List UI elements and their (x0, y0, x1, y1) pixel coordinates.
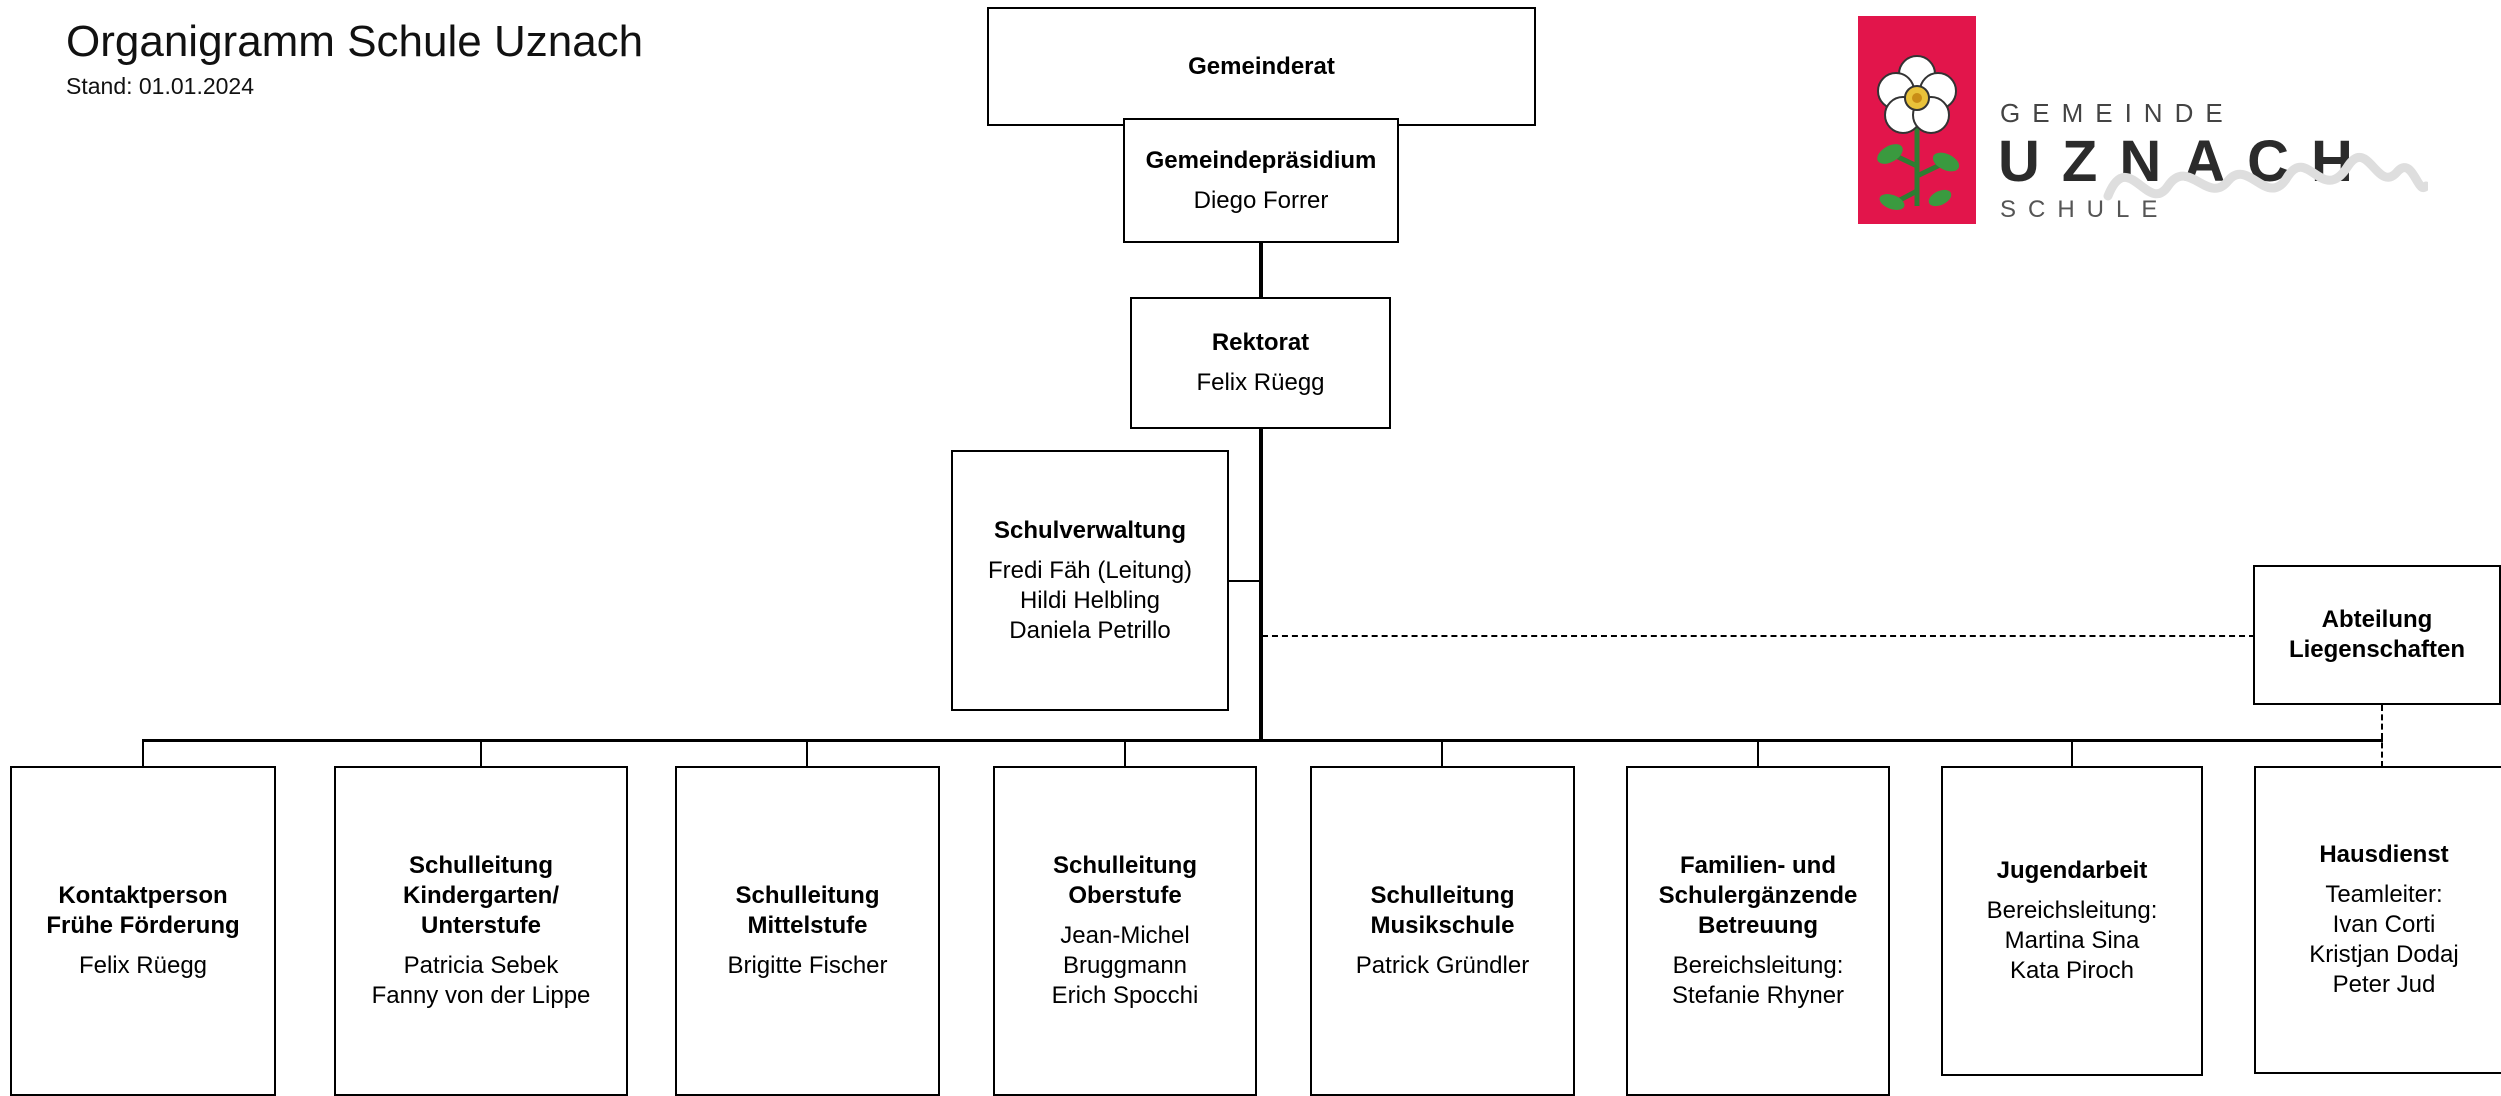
person-name: Jean-Michel (1060, 922, 1190, 949)
person-name: Kristjan Dodaj (2309, 941, 2459, 968)
person-name: Peter Jud (2332, 971, 2436, 998)
box-familien-betreuung: Familien- und Schulergänzende Betreuung … (1626, 766, 1890, 1096)
person-name: Patricia Sebek (403, 952, 559, 979)
box-fruehe-foerderung: Kontaktperson Frühe Förderung Felix Rüeg… (10, 766, 276, 1096)
page-title: Organigramm Schule Uznach (66, 17, 644, 66)
box-title-line: Schulleitung (735, 882, 880, 909)
box-schulleitung-kindergarten: Schulleitung Kindergarten/ Unterstufe Pa… (334, 766, 628, 1096)
connector-main-horizontal (142, 739, 2383, 742)
connector-drop-3 (806, 740, 808, 767)
dashed-connector-hausdienst (2381, 705, 2383, 767)
box-title-line: Schulergänzende (1658, 882, 1858, 909)
box-title: Rektorat (1211, 329, 1310, 356)
box-title-line: Musikschule (1370, 912, 1515, 939)
person-name: Kata Piroch (2009, 957, 2135, 984)
signature-watermark (2103, 153, 2428, 201)
box-title-line: Kontaktperson (58, 882, 228, 909)
box-schulleitung-musikschule: Schulleitung Musikschule Patrick Gründle… (1310, 766, 1575, 1096)
connector-drop-7 (2071, 740, 2073, 767)
box-title-line: Schulleitung (409, 852, 553, 879)
connector-drop-5 (1441, 740, 1443, 767)
person-name: Hildi Helbling (1019, 586, 1161, 614)
box-title-line: Oberstufe (1068, 882, 1182, 909)
rose-icon (1877, 55, 1960, 210)
box-title-line: Frühe Förderung (46, 912, 240, 939)
box-rektorat: Rektorat Felix Rüegg (1130, 297, 1391, 429)
person-name: Teamleiter: (2325, 881, 2443, 908)
connector-drop-2 (480, 740, 482, 767)
box-title-line: Familien- und (1680, 852, 1836, 879)
box-gemeinderat: Gemeinderat (987, 7, 1536, 126)
box-title-line: Kindergarten/ (402, 882, 560, 909)
box-title-line: Schulleitung (1053, 852, 1197, 879)
person-name: Daniela Petrillo (1009, 616, 1171, 644)
person-name: Felix Rüegg (1196, 369, 1325, 396)
connector-schulverwaltung (1228, 580, 1261, 582)
person-name: Erich Spocchi (1051, 982, 1199, 1009)
person-name: Diego Forrer (1193, 186, 1329, 214)
connector-drop-6 (1757, 740, 1759, 767)
box-hausdienst: Hausdienst Teamleiter: Ivan Corti Kristj… (2254, 766, 2501, 1074)
box-gemeindepraesidium: Gemeindepräsidium Diego Forrer (1123, 118, 1399, 243)
logo-gemeinde-text: GEMEINDE (2000, 98, 2235, 128)
box-title: Schulverwaltung (993, 516, 1187, 544)
box-abteilung-liegenschaften: Abteilung Liegenschaften (2253, 565, 2501, 705)
person-name: Stefanie Rhyner (1671, 982, 1845, 1009)
box-title: Gemeindepräsidium (1145, 146, 1377, 174)
connector-drop-1 (142, 740, 144, 767)
person-name: Fanny von der Lippe (371, 982, 591, 1009)
box-title-line: Abteilung (2321, 606, 2433, 633)
box-title-line: Jugendarbeit (1996, 857, 2148, 884)
connector-drop-4 (1124, 740, 1126, 767)
box-title-line: Schulleitung (1370, 882, 1515, 909)
person-name: Brigitte Fischer (727, 952, 888, 979)
person-name: Bruggmann (1062, 952, 1188, 979)
box-schulleitung-oberstufe: Schulleitung Oberstufe Jean-Michel Brugg… (993, 766, 1257, 1096)
date-stamp: Stand: 01.01.2024 (66, 73, 254, 99)
box-title-line: Unterstufe (420, 912, 541, 939)
box-title-line: Hausdienst (2319, 841, 2449, 868)
person-name: Felix Rüegg (78, 952, 208, 979)
logo: GEMEINDE UZNACH SCHULE (1858, 16, 2428, 224)
dashed-connector-liegenschaften (1262, 635, 2255, 637)
box-schulverwaltung: Schulverwaltung Fredi Fäh (Leitung) Hild… (951, 450, 1229, 711)
box-title-line: Betreuung (1698, 912, 1818, 939)
box-title-line: Mittelstufe (747, 912, 868, 939)
person-name: Fredi Fäh (Leitung) (987, 556, 1193, 584)
box-schulleitung-mittelstufe: Schulleitung Mittelstufe Brigitte Fische… (675, 766, 940, 1096)
box-title: Gemeinderat (1188, 52, 1335, 80)
person-name: Patrick Gründler (1355, 952, 1530, 979)
box-title-line: Liegenschaften (2288, 636, 2466, 663)
person-name: Ivan Corti (2332, 911, 2436, 938)
connector-main-vertical (1259, 241, 1263, 741)
person-name: Bereichsleitung: (1986, 897, 2158, 924)
person-name: Bereichsleitung: (1672, 952, 1844, 979)
person-name: Martina Sina (2004, 927, 2140, 954)
logo-schule-text: SCHULE (2000, 196, 2170, 223)
logo-red-block (1858, 16, 1976, 224)
box-jugendarbeit: Jugendarbeit Bereichsleitung: Martina Si… (1941, 766, 2203, 1076)
